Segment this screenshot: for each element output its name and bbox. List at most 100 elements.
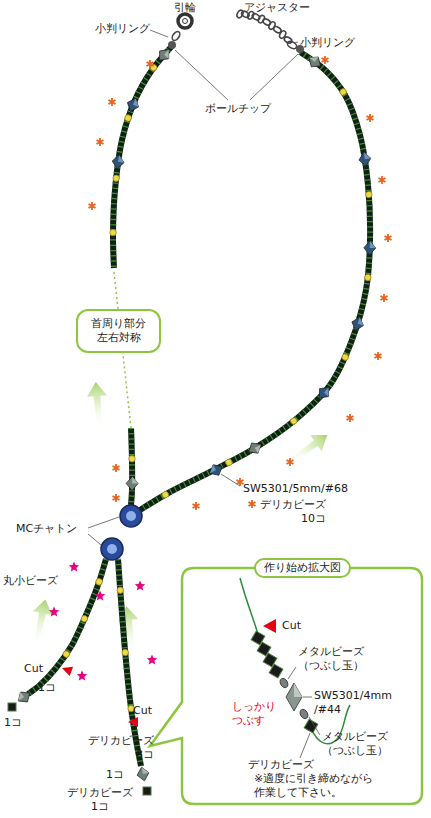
orange-asterisk — [379, 176, 386, 184]
crystal-facet — [118, 155, 125, 163]
bead — [246, 439, 264, 457]
bead — [225, 458, 234, 467]
cut-mark — [128, 717, 138, 727]
crystal-facet — [294, 683, 302, 697]
bead — [125, 96, 141, 113]
callout-outline-path — [150, 568, 422, 804]
adjuster-chain — [236, 9, 293, 44]
crystal-bicone — [126, 476, 138, 490]
seed-bead — [122, 649, 129, 656]
part-count: 1コ — [106, 768, 124, 782]
orange-asterisk — [97, 138, 104, 146]
zoom-illustration — [240, 578, 350, 744]
delica-strand-shine — [140, 52, 370, 510]
cut-label: Cut — [24, 662, 43, 676]
chaton-facet — [126, 511, 136, 521]
seed-bead — [129, 456, 136, 463]
seed-bead — [113, 175, 120, 182]
thread — [240, 578, 258, 634]
magenta-star — [135, 581, 145, 591]
leader-lines — [88, 30, 320, 758]
warning-note: しっかり つぶす — [232, 700, 282, 728]
orange-asterisk — [381, 294, 388, 302]
delica-strand — [113, 46, 172, 268]
crystal-bicone — [350, 315, 366, 332]
bead — [364, 274, 371, 281]
crystal-facet — [132, 476, 138, 483]
seed-bead — [95, 578, 103, 586]
crystal-bicone — [315, 383, 333, 401]
delica-strand-shine — [131, 428, 132, 505]
seed-bead — [289, 417, 298, 426]
ball-tip — [296, 45, 304, 53]
orange-asterisk — [113, 494, 120, 502]
bead — [341, 353, 349, 361]
callout-heading: 作り始め拡大図 — [254, 558, 351, 578]
bead — [365, 191, 372, 198]
crystal-facet — [364, 151, 371, 159]
orange-asterisk — [113, 464, 120, 472]
adjuster-link — [268, 21, 277, 31]
crystal-bicone — [364, 241, 376, 255]
orange-asterisk — [347, 414, 354, 422]
crystal-facet — [370, 241, 376, 248]
seed-bead — [341, 353, 349, 361]
bead — [339, 87, 348, 96]
magenta-star — [69, 562, 79, 572]
clasp-parts — [168, 14, 304, 53]
bead — [117, 587, 124, 594]
seed-bead — [225, 458, 234, 467]
crystal-bicone — [15, 688, 33, 706]
part-name: SW5301/4mm /#44 — [314, 689, 398, 717]
orange-asterisk — [147, 60, 154, 68]
part-name: SW5301/5mm/#68 — [243, 482, 348, 496]
callout-outline — [182, 568, 422, 804]
crystal-bicone — [111, 154, 125, 170]
bead — [62, 650, 71, 659]
leader-line — [309, 717, 320, 735]
delica-strand-shine — [113, 46, 172, 268]
drawing-part — [269, 664, 283, 678]
delica-strand — [28, 559, 106, 694]
crystal-facet — [324, 387, 333, 396]
orange-asterisk — [193, 502, 200, 510]
spring-ring-hole — [183, 19, 188, 24]
bead — [161, 490, 170, 499]
leader-line — [303, 697, 312, 698]
part-count: 1コ — [4, 716, 22, 730]
part-name: MCチャトン — [16, 522, 77, 536]
part-count: デリカビーズ 10コ — [254, 498, 326, 526]
crystal-bicone — [286, 683, 302, 711]
bead — [350, 315, 366, 332]
chaton-facet — [107, 544, 117, 554]
seed-bead — [161, 490, 170, 499]
bead — [124, 114, 132, 122]
adjuster-link — [283, 36, 293, 45]
orange-asterisk — [237, 478, 244, 486]
part-name: ボールチップ — [205, 102, 271, 116]
part-name: メタルビーズ （つぶし玉） — [322, 730, 394, 758]
crystal-facet — [255, 444, 264, 453]
orange-asterisk — [109, 98, 116, 106]
delica-strand-shine — [28, 559, 106, 694]
seed-bead — [364, 274, 371, 281]
seed-bead — [62, 650, 71, 659]
dotted-guide — [114, 272, 131, 428]
part-name: メタルビーズ （つぶし玉） — [298, 645, 370, 673]
magenta-star — [49, 607, 59, 617]
part-count: デリカビーズ 8コ — [82, 734, 154, 762]
part-name: デリカビーズ — [248, 758, 314, 772]
orange-asterisk — [287, 458, 294, 466]
bead — [128, 705, 135, 712]
orange-asterisk — [367, 114, 374, 122]
bead — [315, 383, 333, 401]
delica-strand — [140, 52, 370, 510]
bead — [80, 615, 88, 623]
direction-arrow — [282, 427, 333, 471]
crystal-bicone — [246, 439, 264, 457]
cut-label: Cut — [282, 619, 301, 633]
mc-chatons — [101, 505, 142, 560]
leader-line — [88, 534, 101, 545]
part-name: 小判リング — [300, 36, 355, 50]
